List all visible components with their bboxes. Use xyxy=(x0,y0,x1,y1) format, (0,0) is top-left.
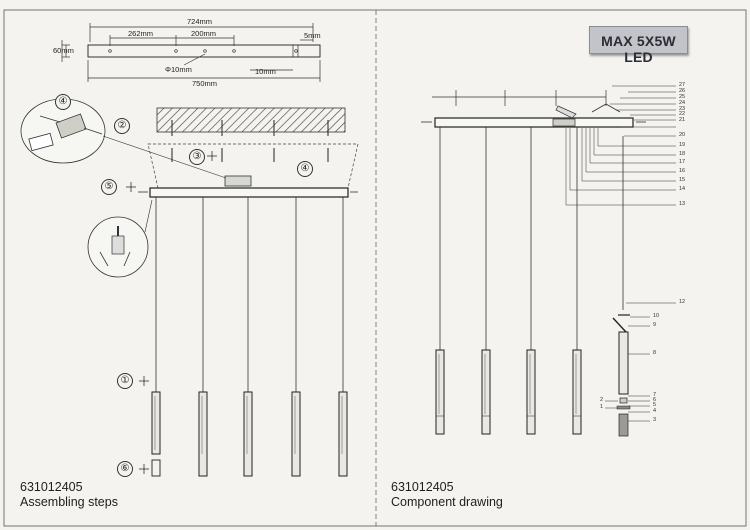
step-marker-6: ⑥ xyxy=(117,461,133,477)
dimension-label-200: 200mm xyxy=(191,29,217,38)
pendant-tubes-right xyxy=(435,349,582,435)
callout-2: 2 xyxy=(600,397,604,403)
dimension-label-hole: Φ10mm xyxy=(165,65,192,74)
ceiling-screws xyxy=(171,120,329,136)
callout-8: 8 xyxy=(653,350,657,356)
right-top-dimension xyxy=(432,90,607,106)
lens-cap xyxy=(151,459,161,477)
canopy-bar-left xyxy=(149,187,349,198)
left-page-caption: Assembling steps xyxy=(20,495,118,509)
callout-18: 18 xyxy=(679,151,686,157)
callout-leader-lines xyxy=(565,85,676,422)
exploded-tube xyxy=(618,331,629,395)
callout-13: 13 xyxy=(679,201,686,207)
callout-27: 27 xyxy=(679,82,686,88)
dimension-label-10: 10mm xyxy=(255,67,276,76)
step-marker-4a: ④ xyxy=(55,94,71,110)
step-marker-2: ② xyxy=(114,118,130,134)
callout-26: 26 xyxy=(679,88,686,94)
pendant-cables-right xyxy=(439,127,624,350)
step-marker-5: ⑤ xyxy=(101,179,117,195)
callout-23: 23 xyxy=(679,106,686,112)
callout-21: 21 xyxy=(679,117,686,123)
callout-15: 15 xyxy=(679,177,686,183)
step-marker-3: ③ xyxy=(189,149,205,165)
canopy-bar-right xyxy=(434,117,634,128)
callout-3: 3 xyxy=(653,417,657,423)
connector-icon xyxy=(55,113,87,139)
dimension-label-60: 60mm xyxy=(53,46,74,55)
terminal-block xyxy=(224,175,252,187)
pendant-cables-left xyxy=(155,197,344,392)
callout-20: 20 xyxy=(679,132,686,138)
callout-7: 7 xyxy=(653,392,657,398)
callout-16: 16 xyxy=(679,168,686,174)
max-led-badge: MAX 5X5W LED xyxy=(589,26,688,65)
step-arrows xyxy=(126,151,217,474)
pendant-tubes-left xyxy=(151,391,348,477)
callout-19: 19 xyxy=(679,142,686,148)
dimension-drawing xyxy=(61,23,321,82)
callout-12: 12 xyxy=(679,299,686,305)
callout-5: 5 xyxy=(653,402,657,408)
right-page-caption: Component drawing xyxy=(391,495,503,509)
page-border xyxy=(3,9,747,527)
callout-25: 25 xyxy=(679,94,686,100)
mounting-bracket-outline xyxy=(147,143,359,189)
dimension-label-262: 262mm xyxy=(128,29,154,38)
dimension-label-724: 724mm xyxy=(187,17,213,26)
led-module xyxy=(618,413,629,437)
callout-1: 1 xyxy=(600,404,604,410)
callout-24: 24 xyxy=(679,100,686,106)
callout-17: 17 xyxy=(679,159,686,165)
ceiling-hatch xyxy=(156,107,346,133)
callout-22: 22 xyxy=(679,111,686,117)
dimension-label-750: 750mm xyxy=(192,79,218,88)
callout-10: 10 xyxy=(653,313,660,319)
step-marker-4b: ④ xyxy=(297,161,313,177)
callout-6: 6 xyxy=(653,397,657,403)
callout-4: 4 xyxy=(653,408,657,414)
dimension-label-5: 5mm xyxy=(304,31,321,40)
step-marker-1: ① xyxy=(117,373,133,389)
callout-9: 9 xyxy=(653,322,657,328)
callout-14: 14 xyxy=(679,186,686,192)
left-product-code: 631012405 xyxy=(20,480,83,494)
right-product-code: 631012405 xyxy=(391,480,454,494)
